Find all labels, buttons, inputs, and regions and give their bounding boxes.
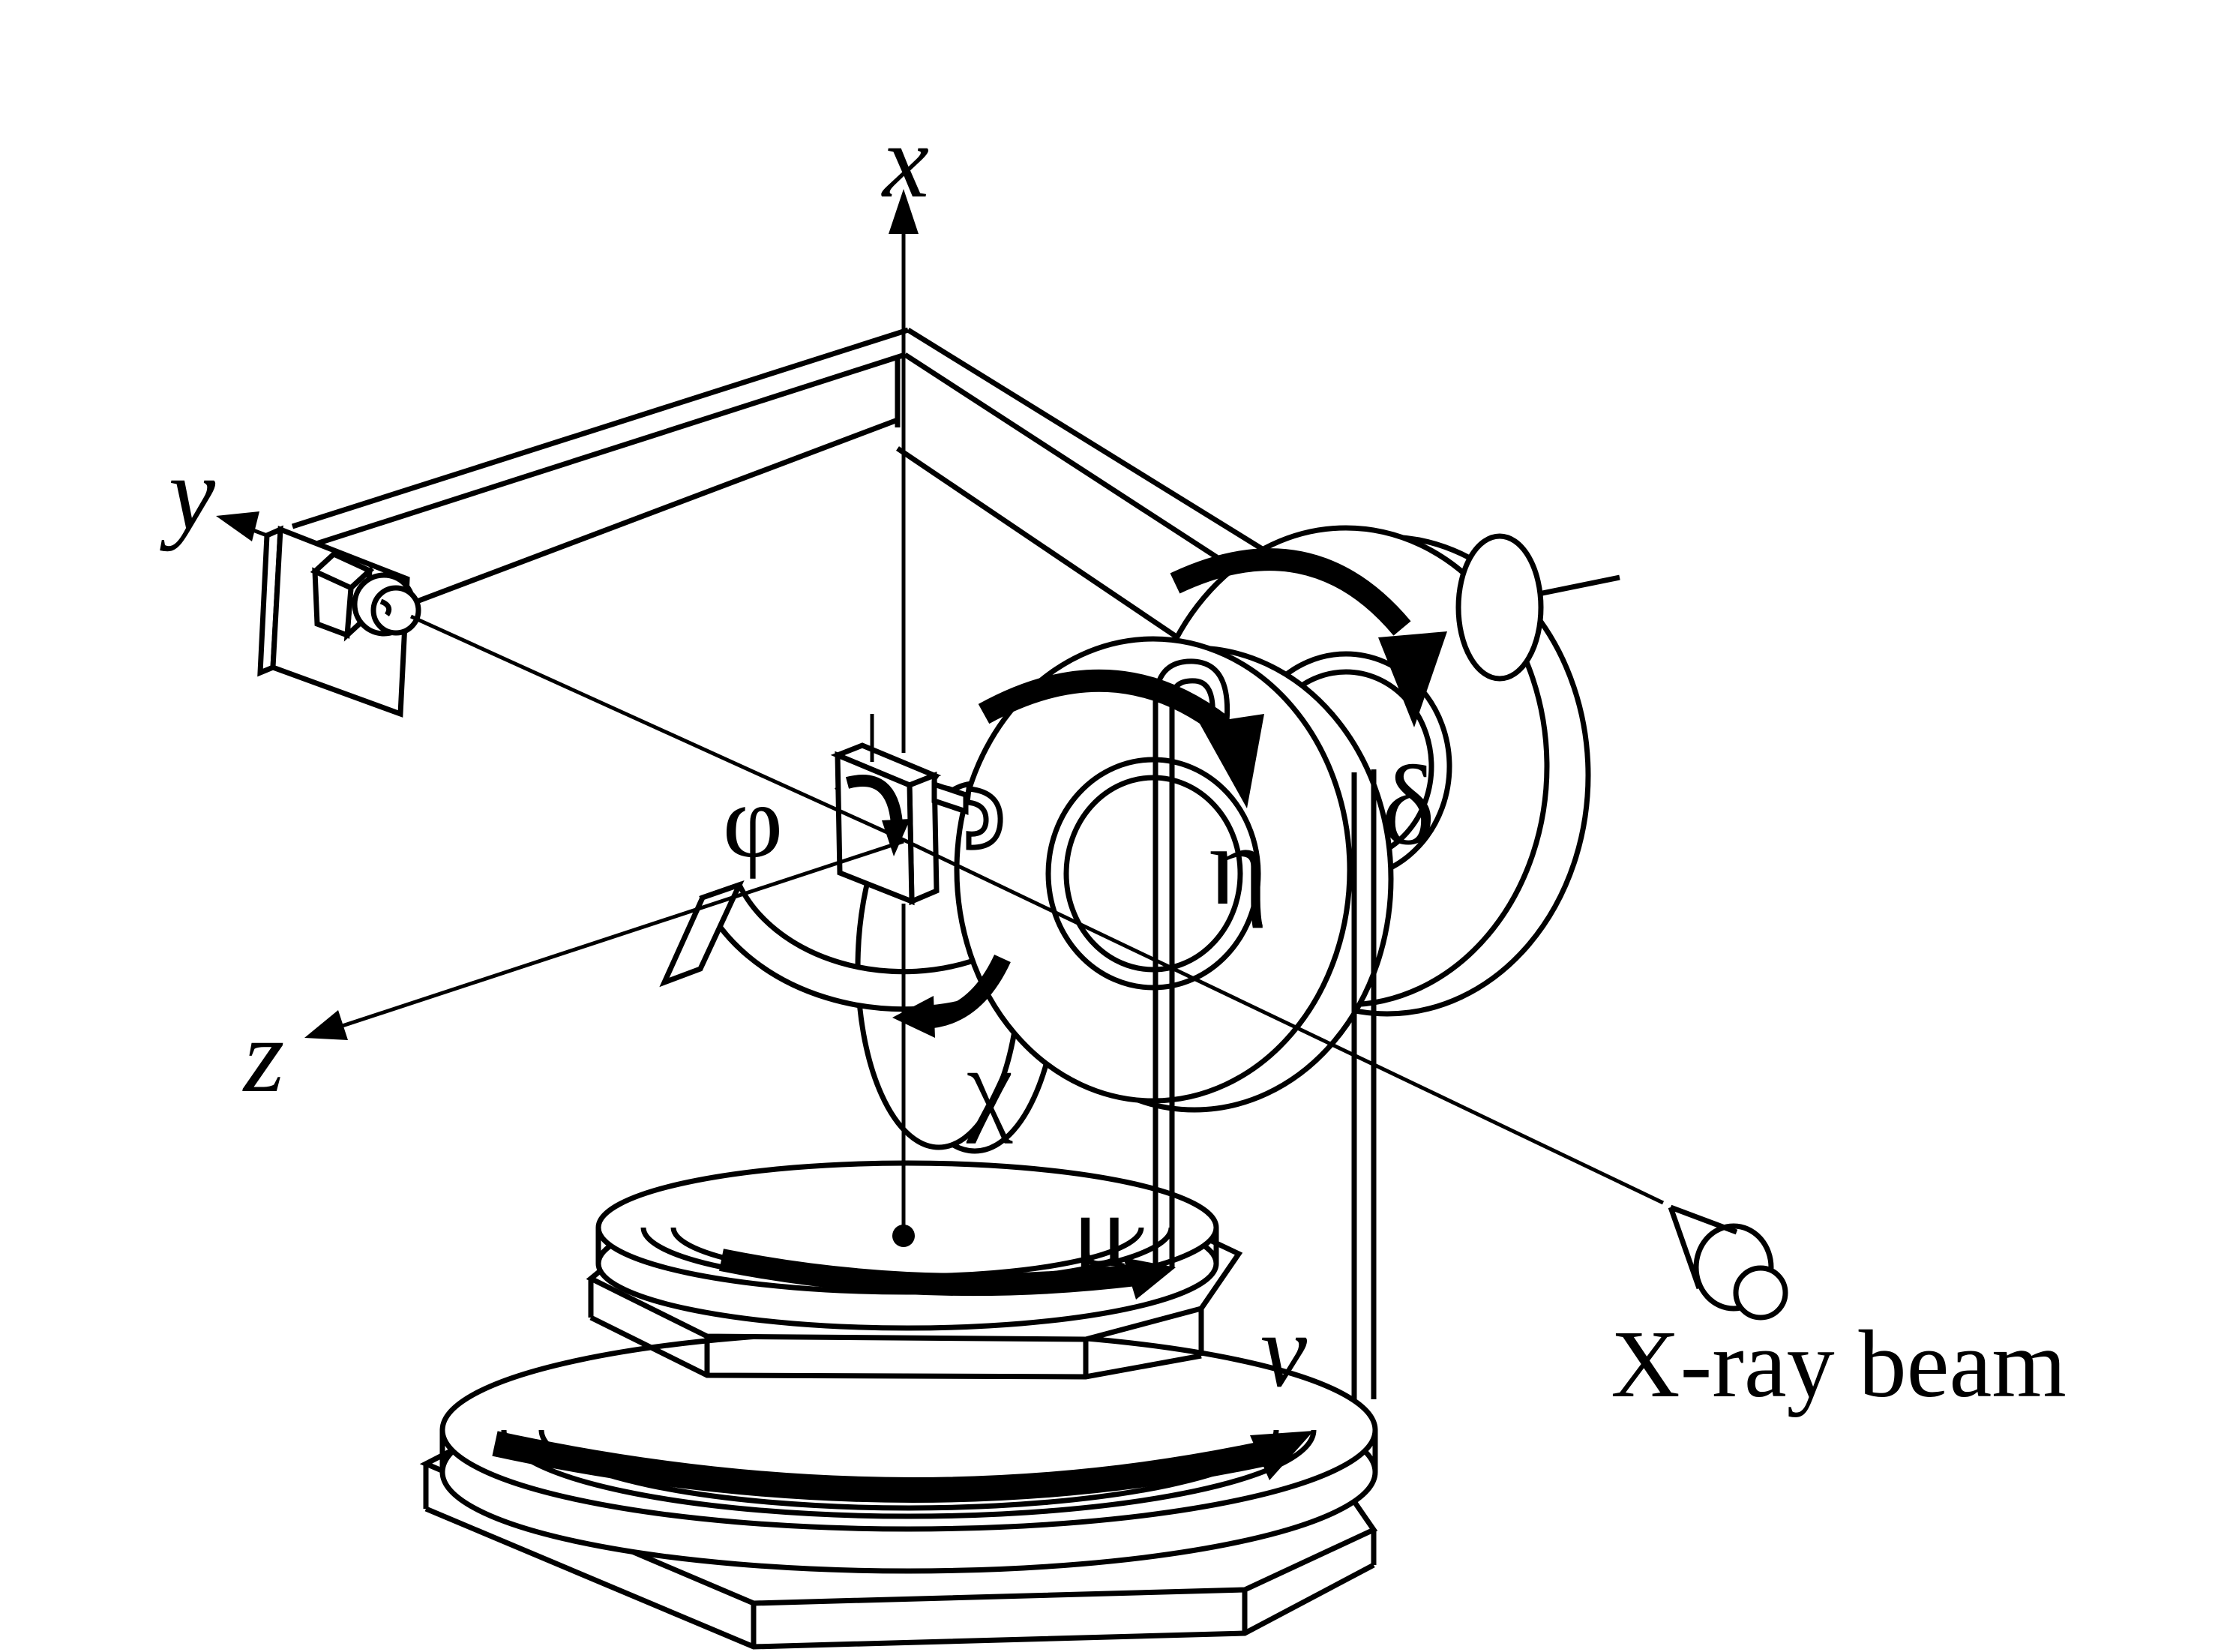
rotation-label-phi: φ	[723, 763, 784, 880]
detector-lens-inner	[370, 585, 421, 636]
frame-left-arm-inner-edge	[294, 352, 907, 553]
rotation-label-mu: μ	[1072, 1173, 1128, 1289]
chi-rotation-arrow	[923, 954, 1011, 1029]
base-plinth-bottom	[424, 1506, 1375, 1650]
frame-right-arm-top-edge	[907, 328, 1271, 556]
eta-tower-cap-inner	[1169, 678, 1215, 718]
beam-caption: X-ray beam	[1611, 1311, 2067, 1417]
support-frame	[291, 327, 1271, 653]
axis-label-x: x	[881, 103, 929, 220]
base-plinth-corners	[423, 1464, 1377, 1647]
eta-arrow-head	[1200, 714, 1264, 808]
x-axis-arrowhead	[889, 189, 919, 234]
frame-lower-right-edge	[896, 446, 1199, 653]
mid-block-corners	[588, 1279, 1204, 1377]
delta-axis-line	[1538, 574, 1620, 597]
mu-rotation-arrow	[719, 1249, 1137, 1297]
detector-assembly	[257, 525, 421, 718]
rotation-label-eta: η	[1209, 802, 1269, 928]
phi-rotation-arrow	[845, 775, 903, 824]
nu-arrow-head	[1250, 1431, 1314, 1480]
z-axis-arrowhead	[304, 1010, 348, 1040]
nu-rotation-arrow	[492, 1431, 1269, 1503]
z-axis-line	[314, 839, 904, 1037]
delta-arrow-head	[1378, 631, 1447, 727]
chi-ring-end-cap	[659, 880, 745, 988]
chi-arrow-head	[892, 996, 935, 1038]
detector-lens-mark	[379, 598, 392, 616]
mu-arrow-head	[1123, 1258, 1176, 1300]
y-axis-arrowhead	[216, 511, 259, 541]
mid-block-bottom	[589, 1315, 1202, 1380]
detector-tower-posts	[1351, 769, 1377, 1401]
axis-label-y: y	[160, 436, 216, 552]
mu-table-sides	[595, 1228, 1219, 1264]
detector-box-front	[312, 567, 354, 639]
frame-lower-left-edge	[415, 417, 899, 604]
frame-right-arm-inner-edge	[904, 352, 1240, 574]
phi-axle-pin	[931, 781, 969, 815]
nu-groove-outer	[501, 1429, 1317, 1519]
axes	[216, 189, 1665, 1231]
eta-tower-cap-outer	[1152, 658, 1230, 722]
beam-path-line	[409, 614, 1665, 1205]
source-cone	[1668, 1204, 1738, 1290]
phi-fork	[964, 786, 1003, 850]
rotation-center-dot	[892, 1225, 915, 1247]
rotation-label-nu: ν	[1260, 1293, 1308, 1409]
support-towers	[1152, 658, 1377, 1401]
source-nozzle	[1733, 1265, 1788, 1321]
rotation-label-delta: δ	[1381, 742, 1435, 868]
rotation-label-chi: χ	[966, 1028, 1013, 1144]
base-stack	[419, 1160, 1378, 1650]
axis-label-z: z	[242, 998, 284, 1114]
eta-tower-posts	[1152, 702, 1175, 1269]
frame-left-arm-top-edge	[291, 327, 910, 529]
delta-axle-nose	[1455, 533, 1544, 682]
x-ray-source	[1668, 1204, 1788, 1321]
nu-table-sides	[439, 1430, 1378, 1472]
eta-rotation-arrow	[978, 669, 1230, 735]
delta-rotation-arrow	[1170, 548, 1411, 636]
